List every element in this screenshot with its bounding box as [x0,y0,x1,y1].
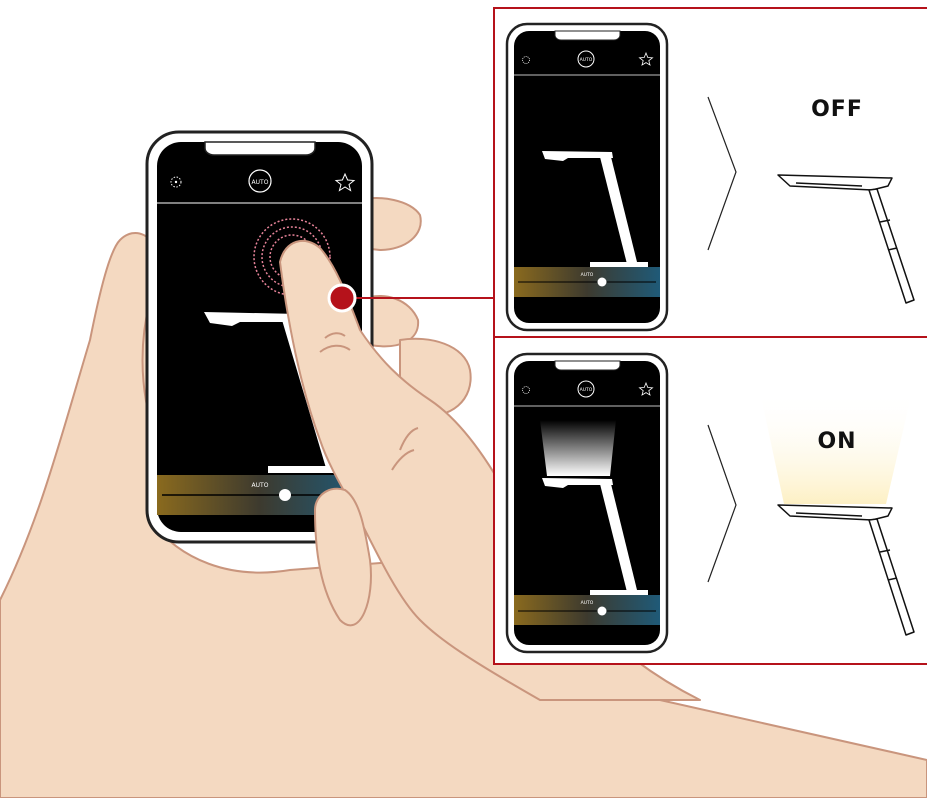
callout [327,283,494,313]
main-slider-label: AUTO [252,482,269,489]
main-slider-thumb[interactable] [279,489,291,501]
on-settings-icon[interactable] [522,386,530,394]
on-arrow [707,424,737,583]
off-phone: AUTO AUTO [505,22,669,332]
on-phone: AUTO AUTO [505,352,669,654]
off-arrow [707,96,737,251]
off-settings-icon[interactable] [522,56,530,64]
off-auto-label: AUTO [580,57,593,63]
main-star-icon[interactable] [334,172,356,192]
main-settings-icon[interactable] [170,176,182,188]
on-auto-label: AUTO [580,387,593,393]
main-auto-label: AUTO [252,179,269,186]
on-lamp-graphic [542,478,648,595]
off-slider-label: AUTO [581,272,594,278]
off-slider[interactable]: AUTO [514,267,660,297]
on-state-label: ON [817,429,856,454]
on-lamp-head [777,504,915,636]
main-auto-button[interactable]: AUTO [248,169,272,193]
off-auto-button[interactable]: AUTO [577,50,595,68]
on-state-panel: AUTO AUTO ON [505,352,915,654]
on-slider-thumb[interactable] [597,606,607,616]
off-lamp-head [777,174,915,304]
tap-marker [327,283,357,313]
on-auto-button[interactable]: AUTO [577,380,595,398]
off-star-icon[interactable] [638,51,654,66]
on-light-beam [760,392,912,504]
on-star-icon[interactable] [638,381,654,396]
off-state-label: OFF [811,97,863,122]
off-lamp-graphic [542,151,648,267]
off-slider-thumb[interactable] [597,277,607,287]
off-state-panel: AUTO AUTO OFF [505,22,915,332]
on-slider[interactable]: AUTO [514,595,660,625]
on-slider-label: AUTO [581,600,594,606]
on-screen-light-beam [540,420,616,476]
